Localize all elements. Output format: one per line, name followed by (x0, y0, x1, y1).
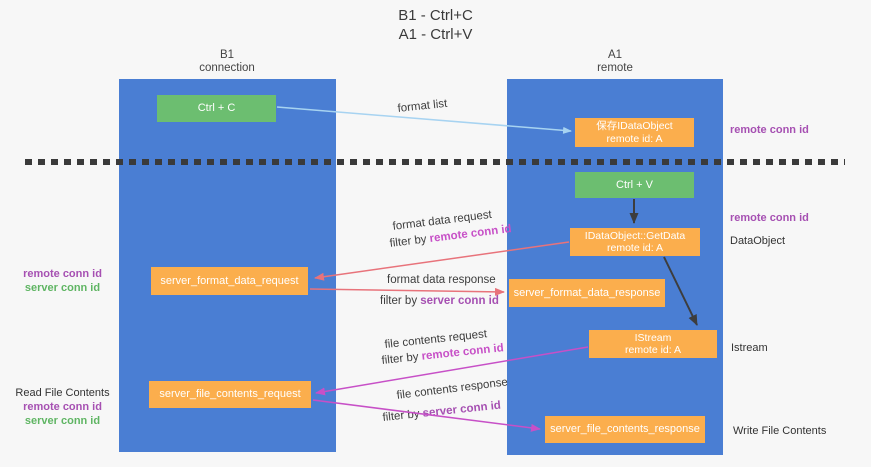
ctrl-c-box: Ctrl + C (157, 95, 276, 122)
left-server-conn-id-bottom: server conn id (24, 415, 101, 427)
filter-by-text: filter by (382, 407, 424, 424)
idataobject-getdata-box: IDataObject::GetData remote id: A (570, 228, 700, 256)
filter-by-server-2: filter by server conn id (382, 400, 501, 424)
lane-header-b1: B1 connection (119, 49, 335, 75)
right-remote-conn-id-mid: remote conn id (730, 212, 809, 224)
server-file-contents-request-label: server_file_contents_request (159, 388, 301, 401)
left-remote-conn-id-top: remote conn id (23, 268, 102, 280)
server-file-contents-response-label: server_file_contents_response (550, 423, 700, 436)
ctrl-v-label: Ctrl + V (616, 178, 653, 191)
lane-a1-name: A1 (607, 49, 623, 61)
save-dataobject-line1: 保存IDataObject (596, 120, 673, 132)
read-file-contents-label: Read File Contents (15, 387, 110, 399)
right-dataobject-label: DataObject (730, 235, 786, 247)
server-format-data-response-box: server_format_data_response (509, 279, 665, 307)
server-file-contents-response-box: server_file_contents_response (545, 416, 705, 443)
right-write-file-contents-label: Write File Contents (733, 425, 827, 437)
server-conn-id-accent: server conn id (422, 399, 502, 420)
filter-by-text: filter by (389, 233, 431, 250)
save-dataobject-line2: remote id: A (606, 132, 663, 145)
title-line-2: A1 - Ctrl+V (398, 26, 473, 43)
format-data-response-label: format data response (387, 274, 496, 286)
istream-line2: remote id: A (624, 344, 682, 356)
arrow-format-data-response (309, 287, 505, 296)
lane-header-a1: A1 remote (507, 49, 723, 75)
title-line-1: B1 - Ctrl+C (398, 7, 473, 24)
filter-by-text: filter by (381, 350, 423, 367)
diagram-title: B1 - Ctrl+C A1 - Ctrl+V (0, 6, 871, 44)
server-format-data-response-label: server_format_data_response (513, 286, 661, 299)
file-contents-response-label: file contents response (396, 376, 509, 402)
server-format-data-request-label: server_format_data_request (160, 274, 299, 287)
right-remote-conn-id-top: remote conn id (730, 124, 809, 136)
istream-line1: IStream (634, 331, 672, 344)
save-dataobject-box: 保存IDataObject remote id: A (575, 118, 694, 147)
filter-by-text: filter by (380, 295, 421, 307)
istream-box: IStream remote id: A (589, 330, 717, 358)
left-top-conn-ids: remote conn id server conn id (5, 267, 120, 295)
lane-b1-role: connection (199, 62, 255, 74)
section-divider-dashed-line (25, 159, 845, 165)
server-format-data-request-box: server_format_data_request (151, 267, 308, 295)
ctrl-v-box: Ctrl + V (575, 172, 694, 198)
ctrl-c-label: Ctrl + C (197, 102, 236, 115)
server-conn-id-accent: server conn id (420, 295, 499, 307)
lane-a1-role: remote (597, 62, 633, 74)
format-list-label: format list (397, 97, 448, 115)
server-file-contents-request-box: server_file_contents_request (149, 381, 311, 408)
right-istream-label: Istream (731, 342, 768, 354)
filter-by-server-1: filter by server conn id (380, 295, 499, 307)
left-server-conn-id-top: server conn id (24, 282, 101, 294)
lane-b1-name: B1 (219, 49, 235, 61)
getdata-line2: remote id: A (606, 242, 664, 254)
left-bottom-labels: Read File Contents remote conn id server… (5, 386, 120, 428)
getdata-line1: IDataObject::GetData (584, 229, 686, 242)
left-remote-conn-id-bottom: remote conn id (23, 401, 102, 413)
